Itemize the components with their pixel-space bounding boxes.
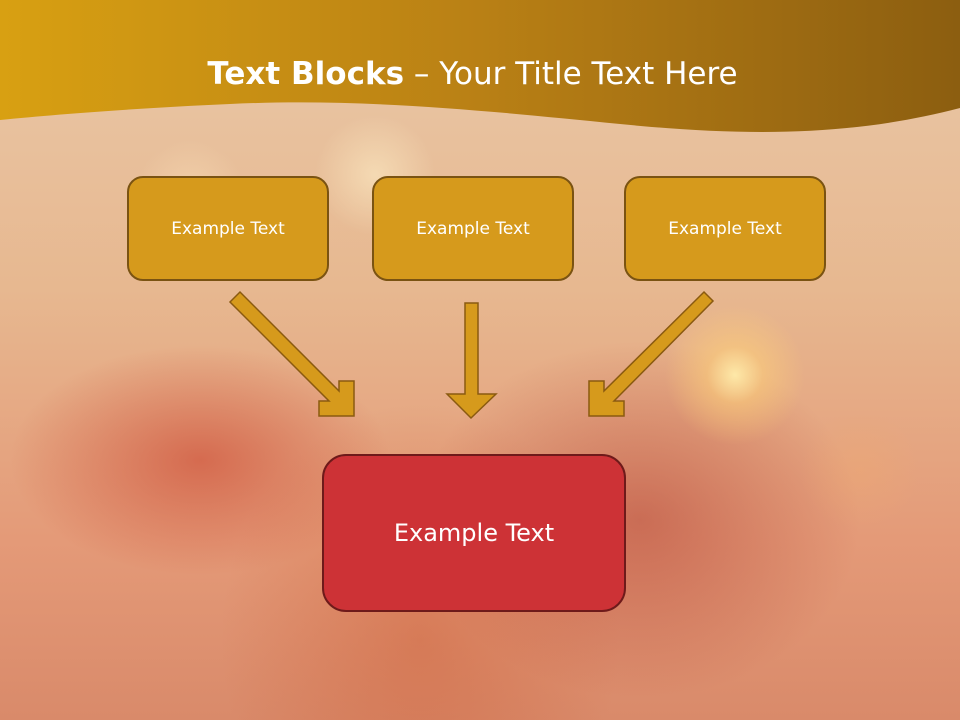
header-wave-banner [0,0,960,132]
text-block-1: Example Text [127,176,329,281]
slide-title: Text Blocks – Your Title Text Here [0,54,945,94]
text-block-3-label: Example Text [668,218,782,239]
text-block-2-label: Example Text [416,218,530,239]
text-block-2: Example Text [372,176,574,281]
text-block-main: Example Text [322,454,626,612]
text-block-3: Example Text [624,176,826,281]
title-rest-part: – Your Title Text Here [413,56,738,92]
title-bold-part: Text Blocks [207,56,405,92]
text-block-1-label: Example Text [171,218,285,239]
text-block-main-label: Example Text [393,519,555,547]
